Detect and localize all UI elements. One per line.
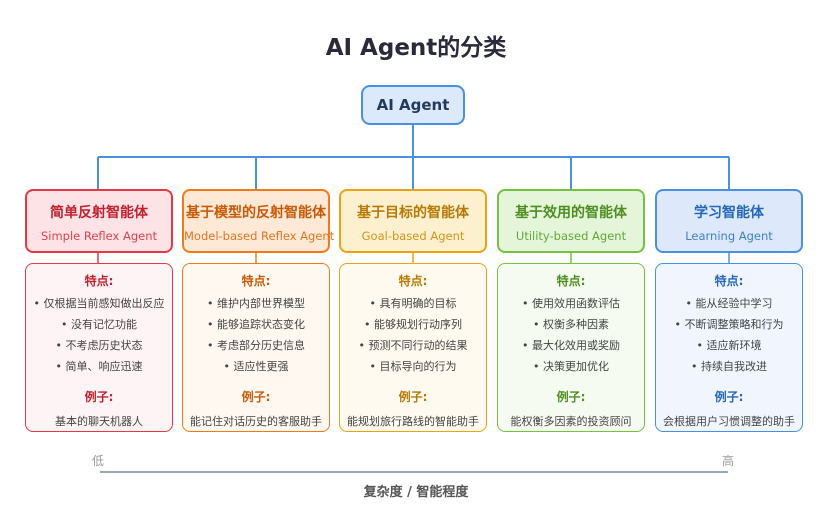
diagram-title: AI Agent的分类 [325, 35, 507, 61]
example-heading: 例子: [398, 390, 428, 404]
category-subtitle: Model-based Reflex Agent [184, 229, 335, 243]
feature-item: 能够追踪状态变化 [183, 314, 329, 335]
detail-panel-goal-based: 特点: 具有明确的目标 能够规划行动序列 预测不同行动的结果 目标导向的行为 例… [339, 263, 487, 432]
feature-item: 维护内部世界模型 [183, 293, 329, 314]
axis-low-label: 低 [92, 454, 105, 468]
category-node-learning: 学习智能体 Learning Agent [655, 189, 803, 253]
feature-item: 仅根据当前感知做出反应 [26, 293, 172, 314]
feature-item: 不考虑历史状态 [26, 335, 172, 356]
example-text: 能记住对话历史的客服助手 [190, 415, 322, 428]
root-node: AI Agent [361, 85, 465, 125]
features-heading: 特点: [556, 274, 586, 288]
feature-item: 能够规划行动序列 [340, 314, 486, 335]
detail-panel-utility-based: 特点: 使用效用函数评估 权衡多种因素 最大化效用或奖励 决策更加优化 例子: … [497, 263, 645, 432]
axis-high-label: 高 [722, 454, 735, 468]
features-list: 仅根据当前感知做出反应 没有记忆功能 不考虑历史状态 简单、响应迅速 [26, 293, 172, 377]
feature-item: 具有明确的目标 [340, 293, 486, 314]
feature-item: 能从经验中学习 [656, 293, 802, 314]
example-text: 能权衡多因素的投资顾问 [510, 415, 632, 428]
feature-item: 没有记忆功能 [26, 314, 172, 335]
example-heading: 例子: [84, 390, 114, 404]
category-subtitle: Simple Reflex Agent [40, 229, 158, 243]
features-heading: 特点: [398, 274, 428, 288]
example-text: 会根据用户习惯调整的助手 [663, 415, 795, 428]
category-node-goal-based: 基于目标的智能体 Goal-based Agent [339, 189, 487, 253]
features-list: 维护内部世界模型 能够追踪状态变化 考虑部分历史信息 适应性更强 [183, 293, 329, 377]
features-heading: 特点: [84, 274, 114, 288]
category-subtitle: Learning Agent [685, 229, 773, 243]
example-heading: 例子: [714, 390, 744, 404]
features-list: 具有明确的目标 能够规划行动序列 预测不同行动的结果 目标导向的行为 [340, 293, 486, 377]
category-title: 基于目标的智能体 [357, 205, 469, 221]
feature-item: 不断调整策略和行为 [656, 314, 802, 335]
category-node-utility-based: 基于效用的智能体 Utility-based Agent [497, 189, 645, 253]
features-heading: 特点: [714, 274, 744, 288]
axis-title: 复杂度 / 智能程度 [363, 485, 469, 500]
category-subtitle: Goal-based Agent [361, 229, 465, 243]
category-title: 基于效用的智能体 [515, 205, 627, 221]
feature-item: 适应新环境 [656, 335, 802, 356]
example-heading: 例子: [556, 390, 586, 404]
example-heading: 例子: [241, 390, 271, 404]
features-list: 使用效用函数评估 权衡多种因素 最大化效用或奖励 决策更加优化 [498, 293, 644, 377]
feature-item: 预测不同行动的结果 [340, 335, 486, 356]
feature-item: 权衡多种因素 [498, 314, 644, 335]
example-text: 能规划旅行路线的智能助手 [347, 415, 479, 428]
category-node-simple-reflex: 简单反射智能体 Simple Reflex Agent [25, 189, 173, 253]
detail-panel-model-based: 特点: 维护内部世界模型 能够追踪状态变化 考虑部分历史信息 适应性更强 例子:… [182, 263, 330, 432]
example-text: 基本的聊天机器人 [55, 415, 143, 428]
feature-item: 持续自我改进 [656, 356, 802, 377]
complexity-axis-line [100, 471, 728, 473]
feature-item: 决策更加优化 [498, 356, 644, 377]
features-list: 能从经验中学习 不断调整策略和行为 适应新环境 持续自我改进 [656, 293, 802, 377]
detail-panel-learning: 特点: 能从经验中学习 不断调整策略和行为 适应新环境 持续自我改进 例子: 会… [655, 263, 803, 432]
features-heading: 特点: [241, 274, 271, 288]
detail-panel-simple-reflex: 特点: 仅根据当前感知做出反应 没有记忆功能 不考虑历史状态 简单、响应迅速 例… [25, 263, 173, 432]
category-title: 简单反射智能体 [50, 205, 148, 221]
category-node-model-based: 基于模型的反射智能体 Model-based Reflex Agent [182, 189, 335, 253]
feature-item: 最大化效用或奖励 [498, 335, 644, 356]
feature-item: 使用效用函数评估 [498, 293, 644, 314]
feature-item: 目标导向的行为 [340, 356, 486, 377]
category-subtitle: Utility-based Agent [515, 229, 627, 243]
category-title: 学习智能体 [694, 205, 764, 221]
feature-item: 考虑部分历史信息 [183, 335, 329, 356]
category-title: 基于模型的反射智能体 [186, 205, 326, 221]
feature-item: 简单、响应迅速 [26, 356, 172, 377]
feature-item: 适应性更强 [183, 356, 329, 377]
